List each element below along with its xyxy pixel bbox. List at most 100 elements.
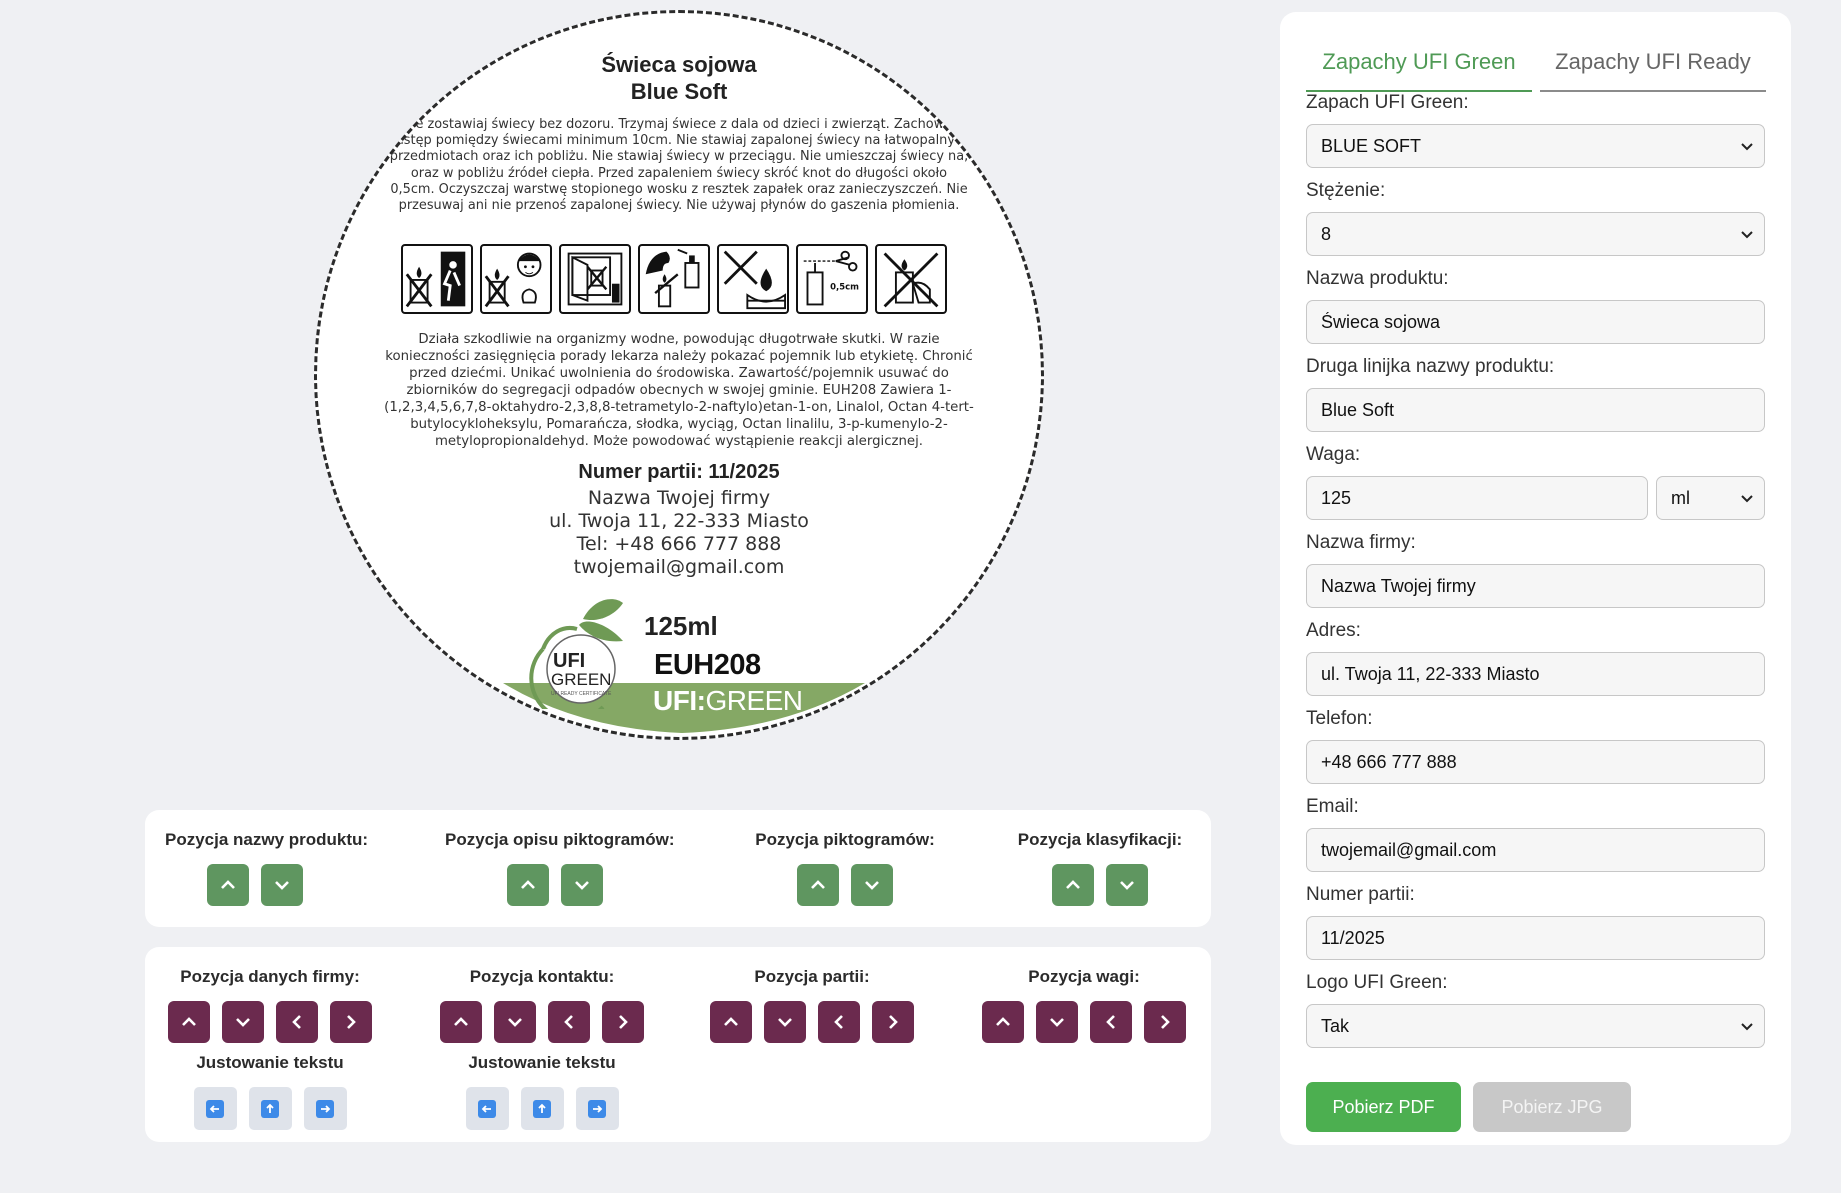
company-data-up-button[interactable] xyxy=(168,1001,210,1043)
company-data-right-button[interactable] xyxy=(330,1001,372,1043)
weight-label: Waga: xyxy=(1306,444,1361,465)
phone-field: Telefon: xyxy=(1306,708,1765,784)
pictogram-description-up-button[interactable] xyxy=(507,864,549,906)
arrow-left-icon xyxy=(209,1104,219,1113)
download-pdf-button[interactable]: Pobierz PDF xyxy=(1306,1082,1461,1132)
batch-field: Numer partii: xyxy=(1306,884,1765,960)
batch-label: Numer partii: xyxy=(1306,884,1415,905)
product-name2-input[interactable] xyxy=(1306,388,1765,432)
do-not-move-lit-candle-icon xyxy=(875,244,947,314)
contact-right-button[interactable] xyxy=(602,1001,644,1043)
ufi-value: GREEN xyxy=(705,685,803,716)
chevron-right-icon xyxy=(347,1015,356,1029)
logo-field: Logo UFI Green: Tak xyxy=(1306,972,1765,1048)
batch-up-button[interactable] xyxy=(710,1001,752,1043)
scent-tabs: Zapachy UFI Green Zapachy UFI Ready xyxy=(1306,38,1766,92)
svg-text:0,5cm: 0,5cm xyxy=(830,281,859,291)
no-draft-window-icon xyxy=(559,244,631,314)
chevron-down-icon xyxy=(1120,881,1134,890)
batch-position: Pozycja partii: xyxy=(707,967,917,1043)
product-name-down-button[interactable] xyxy=(261,864,303,906)
weight-input[interactable] xyxy=(1306,476,1648,520)
classification-position-label: Pozycja klasyfikacji: xyxy=(1017,830,1183,849)
weight-left-button[interactable] xyxy=(1090,1001,1132,1043)
label-weight: 125ml xyxy=(644,611,718,641)
scent-label: Zapach UFI Green: xyxy=(1306,92,1469,113)
position-controls-panel: Pozycja nazwy produktu: Pozycja opisu pi… xyxy=(145,810,1211,927)
contact-position-label: Pozycja kontaktu: xyxy=(469,967,615,986)
email-field: Email: xyxy=(1306,796,1765,872)
classification-up-button[interactable] xyxy=(1052,864,1094,906)
download-actions: Pobierz PDF Pobierz JPG xyxy=(1306,1082,1631,1132)
company-input[interactable] xyxy=(1306,564,1765,608)
chevron-up-icon xyxy=(221,880,235,889)
contact-position: Pozycja kontaktu: Justowanie tekstu xyxy=(437,967,647,1130)
weight-unit-value: ml xyxy=(1671,487,1690,508)
batch-right-button[interactable] xyxy=(872,1001,914,1043)
logo-select[interactable]: Tak xyxy=(1306,1004,1765,1048)
chevron-down-icon xyxy=(1050,1018,1064,1027)
product-name-field: Nazwa produktu: xyxy=(1306,268,1765,344)
batch-down-button[interactable] xyxy=(764,1001,806,1043)
concentration-field: Stężenie: 8 xyxy=(1306,180,1765,256)
svg-text:UFI: UFI xyxy=(553,650,585,672)
pictogram-up-button[interactable] xyxy=(797,864,839,906)
contact-justify-right-button[interactable] xyxy=(575,1087,619,1130)
company-justify-right-button[interactable] xyxy=(303,1087,347,1130)
label-title-line2: Blue Soft xyxy=(630,79,728,104)
batch-left-button[interactable] xyxy=(818,1001,860,1043)
weight-field: Waga: ml xyxy=(1306,444,1765,520)
company-field: Nazwa firmy: xyxy=(1306,532,1765,608)
chevron-up-icon xyxy=(182,1017,196,1026)
company-controls-panel: Pozycja danych firmy: Justowanie tekstu … xyxy=(145,947,1211,1142)
svg-text:GREEN: GREEN xyxy=(551,670,611,689)
batch-input[interactable] xyxy=(1306,916,1765,960)
product-name2-field: Druga linijka nazwy produktu: xyxy=(1306,356,1765,432)
chevron-up-icon xyxy=(996,1017,1010,1026)
contact-up-button[interactable] xyxy=(440,1001,482,1043)
contact-left-button[interactable] xyxy=(548,1001,590,1043)
no-flammable-spray-icon xyxy=(638,244,710,314)
phone-input[interactable] xyxy=(1306,740,1765,784)
weight-unit-select[interactable]: ml xyxy=(1656,476,1765,520)
pictogram-down-button[interactable] xyxy=(851,864,893,906)
contact-justify-left-button[interactable] xyxy=(465,1087,509,1130)
weight-right-button[interactable] xyxy=(1144,1001,1186,1043)
company-justify-center-button[interactable] xyxy=(248,1087,292,1130)
email-input[interactable] xyxy=(1306,828,1765,872)
product-name-input[interactable] xyxy=(1306,300,1765,344)
address-input[interactable] xyxy=(1306,652,1765,696)
product-name-up-button[interactable] xyxy=(207,864,249,906)
download-jpg-button[interactable]: Pobierz JPG xyxy=(1473,1082,1631,1132)
tab-ufi-ready[interactable]: Zapachy UFI Ready xyxy=(1540,38,1766,92)
label-euh: EUH208 xyxy=(654,649,761,681)
pictogram-description-down-button[interactable] xyxy=(561,864,603,906)
label-preview: Świeca sojowa Blue Soft Nie zostawiaj św… xyxy=(314,10,1044,740)
classification-down-button[interactable] xyxy=(1106,864,1148,906)
chevron-up-icon xyxy=(521,880,535,889)
no-unattended-candle-icon xyxy=(401,244,473,314)
label-safety-text: Nie zostawiaj świecy bez dozoru. Trzymaj… xyxy=(387,117,971,214)
contact-down-button[interactable] xyxy=(494,1001,536,1043)
svg-text:UFI READY CERTIFICATE: UFI READY CERTIFICATE xyxy=(551,691,612,697)
chevron-down-icon xyxy=(275,881,289,890)
product-name-label: Nazwa produktu: xyxy=(1306,268,1449,289)
keep-from-children-pets-icon xyxy=(480,244,552,314)
label-company-name: Nazwa Twojej firmy xyxy=(587,487,771,509)
chevron-down-icon xyxy=(575,881,589,890)
tab-ufi-green[interactable]: Zapachy UFI Green xyxy=(1306,38,1532,92)
scent-select[interactable]: BLUE SOFT xyxy=(1306,124,1765,168)
ufi-prefix: UFI: xyxy=(653,685,706,716)
weight-down-button[interactable] xyxy=(1036,1001,1078,1043)
arrow-up-icon xyxy=(538,1103,546,1113)
contact-justify-center-button[interactable] xyxy=(520,1087,564,1130)
concentration-select[interactable]: 8 xyxy=(1306,212,1765,256)
company-data-left-button[interactable] xyxy=(276,1001,318,1043)
pictogram-position-label: Pozycja piktogramów: xyxy=(755,830,935,849)
company-label: Nazwa firmy: xyxy=(1306,532,1416,553)
classification-position: Pozycja klasyfikacji: xyxy=(1015,830,1185,906)
company-justify-left-button[interactable] xyxy=(193,1087,237,1130)
chevron-down-icon xyxy=(1741,495,1753,503)
weight-up-button[interactable] xyxy=(982,1001,1024,1043)
company-data-down-button[interactable] xyxy=(222,1001,264,1043)
